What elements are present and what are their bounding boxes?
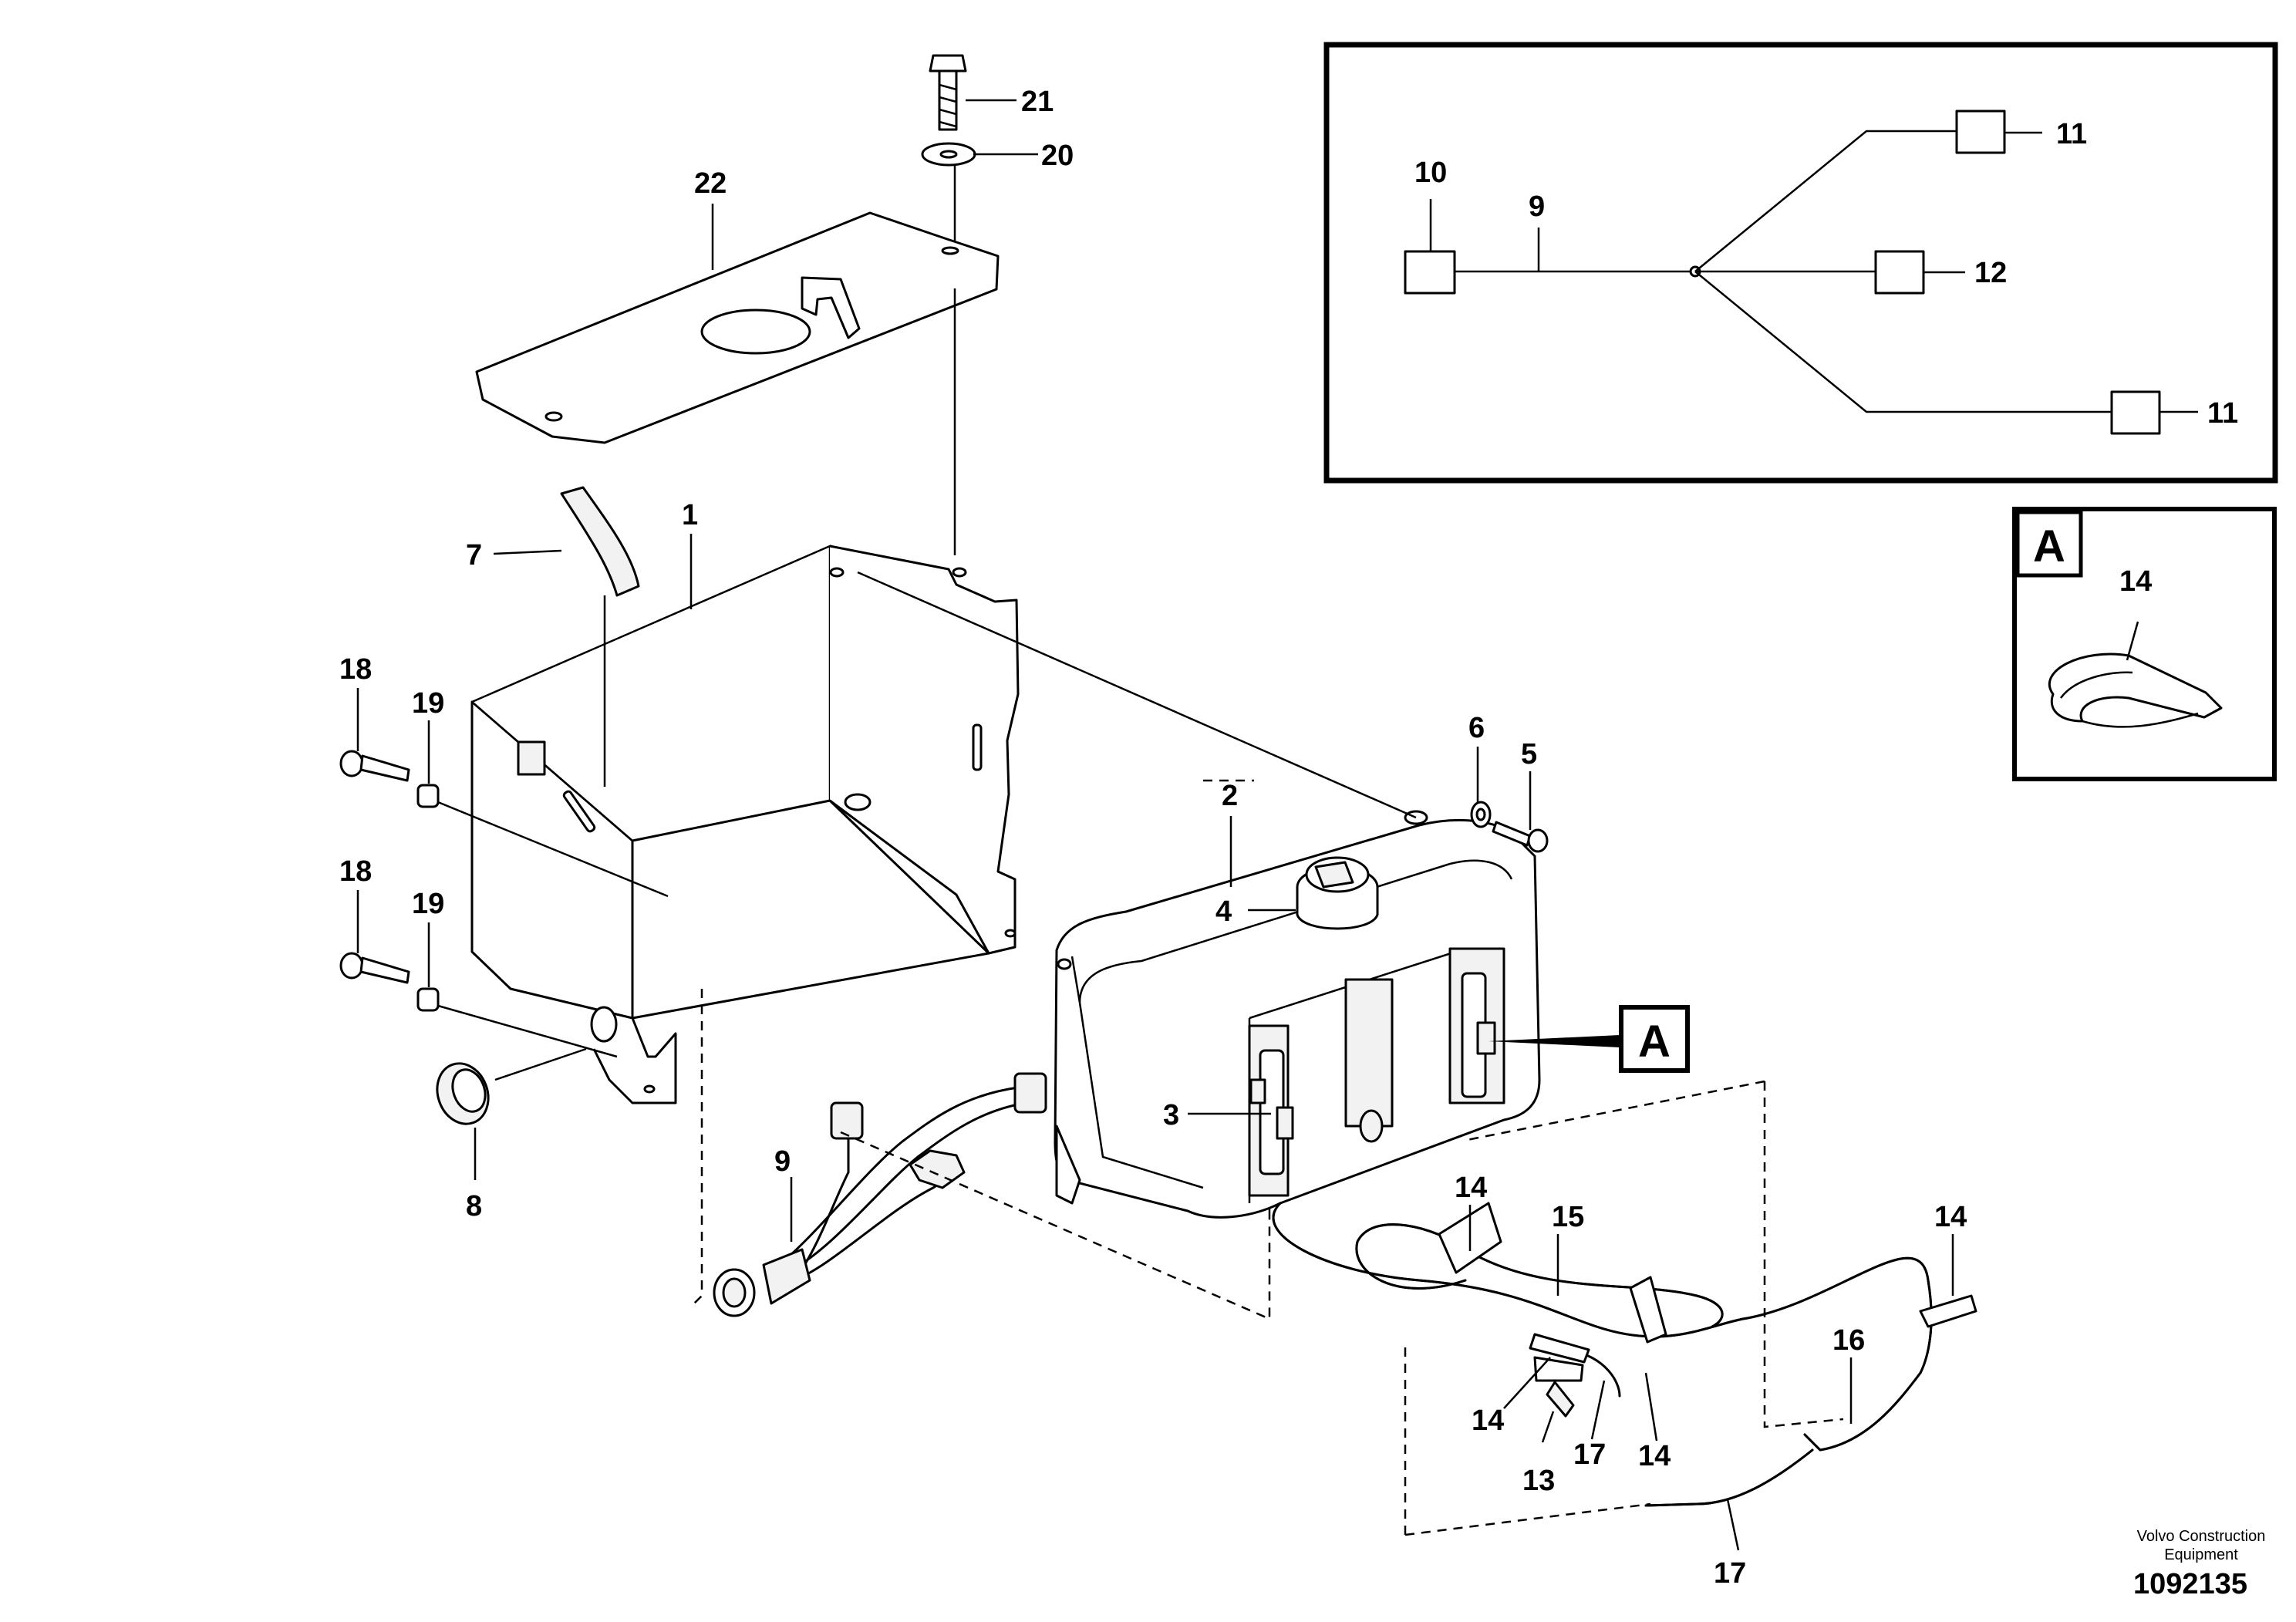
hose-15 <box>1272 1202 1933 1374</box>
hose-17 <box>1572 1350 1814 1507</box>
callout-14-a: 14 <box>1455 1172 1487 1204</box>
callout-17-b: 17 <box>1714 1557 1746 1590</box>
callout-11-upper: 11 <box>2056 118 2087 150</box>
pump-3-right <box>1461 972 1496 1098</box>
bolt-21 <box>929 54 967 131</box>
bolt-5 <box>1492 821 1549 853</box>
callout-15: 15 <box>1552 1201 1584 1233</box>
callout-6: 6 <box>1468 712 1485 744</box>
washer-6 <box>1470 801 1492 828</box>
callout-14-c: 14 <box>1472 1404 1504 1437</box>
cable-tie-detail <box>2048 621 2223 728</box>
callout-21: 21 <box>1021 86 1054 118</box>
callout-19-lower: 19 <box>412 888 444 920</box>
inset-frame <box>1323 42 2278 484</box>
detail-a-marker-letter: A <box>1638 1017 1671 1067</box>
callout-19-upper: 19 <box>412 687 444 720</box>
callout-14-detail: 14 <box>2119 565 2152 598</box>
wiring-schematic-inset: 10 9 11 12 11 <box>1323 42 2278 484</box>
pump-3-left <box>1249 1049 1294 1175</box>
callout-1: 1 <box>682 499 698 531</box>
connector-10-box <box>1404 250 1456 295</box>
spacer-19-lower <box>416 987 440 1012</box>
figure-id: 1092135 <box>2133 1568 2247 1600</box>
nozzle-13 <box>1533 1356 1584 1418</box>
hose-protector-7 <box>560 486 640 597</box>
callout-11-lower: 11 <box>2207 397 2238 430</box>
callout-18-upper: 18 <box>339 653 372 686</box>
cover-plate-22 <box>475 211 1000 444</box>
grommet-8 <box>436 1062 490 1125</box>
branch-upper <box>1694 130 1957 272</box>
callout-12: 12 <box>1974 257 2007 289</box>
callout-22: 22 <box>694 167 727 200</box>
wiring-harness-9 <box>713 1072 1047 1317</box>
cable-ties-14 <box>1438 1202 1977 1364</box>
assembly-dashed-lines <box>693 779 1844 1536</box>
callout-5: 5 <box>1521 738 1537 771</box>
callout-10: 10 <box>1414 157 1447 189</box>
publisher-line-2: Equipment <box>2164 1546 2238 1563</box>
bolt-18-upper <box>339 750 410 782</box>
publisher-line-1: Volvo Construction <box>2137 1528 2266 1545</box>
callout-9: 9 <box>774 1145 791 1178</box>
bracket-box-1 <box>470 545 1020 1104</box>
callout-14-b: 14 <box>1934 1201 1967 1233</box>
bolt-18-lower <box>339 952 410 984</box>
detail-a-letter: A <box>2033 521 2065 572</box>
callout-2: 2 <box>1222 780 1238 812</box>
footer: Volvo Construction Equipment 1092135 <box>2133 1528 2265 1600</box>
connector-11-upper-box <box>1955 110 2006 154</box>
callout-18-lower: 18 <box>339 855 372 888</box>
callout-13: 13 <box>1522 1465 1555 1497</box>
hose-16 <box>1803 1371 1922 1452</box>
callout-3: 3 <box>1163 1099 1179 1131</box>
connector-12-box <box>1874 250 1925 295</box>
washer-20 <box>921 142 976 167</box>
callout-8: 8 <box>466 1190 482 1222</box>
detail-a-marker: A <box>1489 1005 1690 1073</box>
callout-20: 20 <box>1041 140 1074 172</box>
branch-lower <box>1694 271 2112 413</box>
spacer-19-upper <box>416 784 440 808</box>
detail-a-box: A 14 <box>2012 507 2277 781</box>
callout-4: 4 <box>1215 895 1232 928</box>
callout-7: 7 <box>466 539 482 572</box>
callout-9-inset: 9 <box>1529 191 1545 223</box>
callout-16: 16 <box>1832 1324 1865 1357</box>
filler-cap-4 <box>1296 856 1379 930</box>
callout-17-a: 17 <box>1573 1438 1606 1471</box>
callout-14-d: 14 <box>1638 1440 1671 1472</box>
connector-11-lower-box <box>2110 390 2161 435</box>
